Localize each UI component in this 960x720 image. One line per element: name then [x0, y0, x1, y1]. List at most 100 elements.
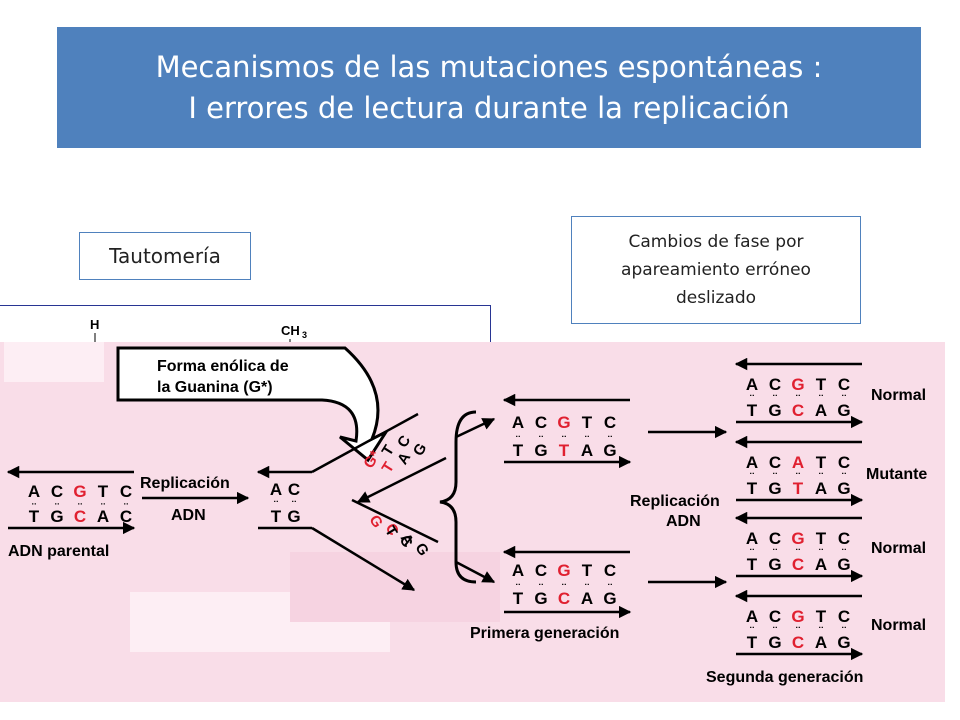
enol-callout-arrow — [116, 346, 391, 463]
gen2-base-bottom: G — [768, 633, 781, 652]
gen2-bond: ¨ — [819, 470, 823, 484]
gen1l-base-top: C — [604, 561, 616, 580]
gen2-base-top: G — [791, 529, 804, 548]
parental-bond: ¨ — [124, 501, 128, 515]
gen2-base-bottom: T — [793, 479, 804, 498]
parental-bond: ¨ — [55, 501, 59, 515]
gen1l-base-bottom: G — [534, 589, 547, 608]
split-base-bottom: G — [287, 507, 300, 526]
bg-patch — [290, 552, 500, 622]
parental-bond: ¨ — [32, 501, 36, 515]
gen1l-bond: ¨ — [585, 581, 589, 595]
gen1u-bond: ¨ — [585, 433, 589, 447]
gen2-base-bottom: C — [792, 633, 804, 652]
gen2-base-top: C — [769, 453, 781, 472]
primera-generacion-label: Primera generación — [470, 625, 619, 642]
gen2-base-bottom: C — [792, 401, 804, 420]
chemical-structure-frame: H CH 3 — [0, 305, 491, 346]
parental-bond: ¨ — [101, 501, 105, 515]
gen2-bond: ¨ — [750, 624, 754, 638]
parental-base-bottom: A — [97, 507, 109, 526]
enol-text-1: Forma enólica de — [157, 358, 289, 375]
gen1l-base-top: C — [535, 561, 547, 580]
gen2-dna: A¨TC¨GG¨CT¨AC¨GA¨TC¨GA¨TT¨AC¨GA¨TC¨GG¨CT… — [734, 357, 864, 661]
split-bond: ¨ — [274, 498, 278, 512]
gen1l-base-bottom: A — [581, 589, 593, 608]
gen2-bond: ¨ — [819, 624, 823, 638]
frameshift-line-3: deslizado — [675, 288, 757, 308]
gen2-base-top: T — [816, 453, 827, 472]
title-line-2: I errores de lectura durante la replicac… — [188, 90, 790, 125]
gen2-bond: ¨ — [773, 470, 777, 484]
gen1u-base-top: A — [512, 413, 524, 432]
gen2-bond: ¨ — [750, 470, 754, 484]
parental-bond: ¨ — [78, 501, 82, 515]
fork-lower-b — [351, 498, 439, 544]
gen2-base-bottom: T — [747, 401, 758, 420]
parental-base-top: A — [28, 482, 40, 501]
replicacion-adn-label-2: ADN — [666, 513, 701, 530]
normal-label-1: Normal — [871, 387, 926, 404]
gen2-bond: ¨ — [819, 392, 823, 406]
methyl-subscript: 3 — [302, 330, 307, 340]
gen2-base-top: G — [791, 607, 804, 626]
gen2-base-top: C — [769, 607, 781, 626]
gen1u-base-top: T — [582, 413, 593, 432]
gen2-base-top: A — [792, 453, 804, 472]
chemical-structure-fragment: H CH 3 — [90, 317, 307, 346]
gen2-base-top: A — [746, 453, 758, 472]
gen1l-base-bottom: T — [513, 589, 524, 608]
normal-label-3: Normal — [871, 617, 926, 634]
gen1u-base-bottom: G — [534, 441, 547, 460]
gen2-bond: ¨ — [842, 546, 846, 560]
fork-up-base-a: G* — [360, 448, 384, 472]
gen1u-base-top: C — [604, 413, 616, 432]
gen2-base-top: G — [791, 375, 804, 394]
normal-label-2: Normal — [871, 540, 926, 557]
parental-base-bottom: G — [50, 507, 63, 526]
gen2-bond: ¨ — [842, 392, 846, 406]
gen2-base-top: T — [816, 529, 827, 548]
gen2-base-bottom: G — [837, 633, 850, 652]
gen1u-bond: ¨ — [562, 433, 566, 447]
mutante-label: Mutante — [866, 466, 927, 483]
gen2-base-top: T — [816, 607, 827, 626]
brace-arrow-down — [455, 560, 496, 584]
gen2-base-top: A — [746, 607, 758, 626]
hydrogen-label: H — [90, 317, 99, 332]
gen2-base-bottom: G — [768, 401, 781, 420]
gen2-base-top: C — [838, 607, 850, 626]
gen1l-base-top: T — [582, 561, 593, 580]
split-base-bottom: T — [271, 507, 282, 526]
gen2-bond: ¨ — [842, 624, 846, 638]
gen1u-base-bottom: T — [513, 441, 524, 460]
gen1u-base-top: C — [535, 413, 547, 432]
segunda-generacion-label: Segunda generación — [706, 669, 863, 686]
gen2-bond: ¨ — [773, 392, 777, 406]
gen2-base-bottom: A — [815, 555, 827, 574]
gen2-base-bottom: G — [768, 479, 781, 498]
gen1l-bond: ¨ — [608, 581, 612, 595]
frameshift-line-1: Cambios de fase por — [628, 232, 804, 252]
brace — [439, 410, 477, 584]
gen2-bond: ¨ — [750, 546, 754, 560]
gen2-base-bottom: A — [815, 633, 827, 652]
parental-base-bottom: C — [74, 507, 86, 526]
gen1u-base-bottom: G — [603, 441, 616, 460]
frameshift-label: Cambios de fase por apareamiento erróneo… — [571, 216, 861, 324]
gen2-bond: ¨ — [819, 546, 823, 560]
bg-patch — [4, 342, 104, 382]
replication-diagram: Forma enólica de la Guanina (G*) A¨TC¨GG… — [0, 342, 945, 702]
gen2-base-bottom: C — [792, 555, 804, 574]
gen2-base-top: C — [838, 529, 850, 548]
gen2-bond: ¨ — [796, 546, 800, 560]
gen2-base-bottom: G — [768, 555, 781, 574]
gen2-base-top: A — [746, 529, 758, 548]
gen1u-bond: ¨ — [516, 433, 520, 447]
gen1u-bond: ¨ — [608, 433, 612, 447]
split-bases: A¨TC¨G — [270, 480, 301, 526]
gen1l-base-bottom: C — [558, 589, 570, 608]
gen2-bond: ¨ — [773, 546, 777, 560]
parental-base-bottom: T — [29, 507, 40, 526]
parental-base-top: C — [51, 482, 63, 501]
